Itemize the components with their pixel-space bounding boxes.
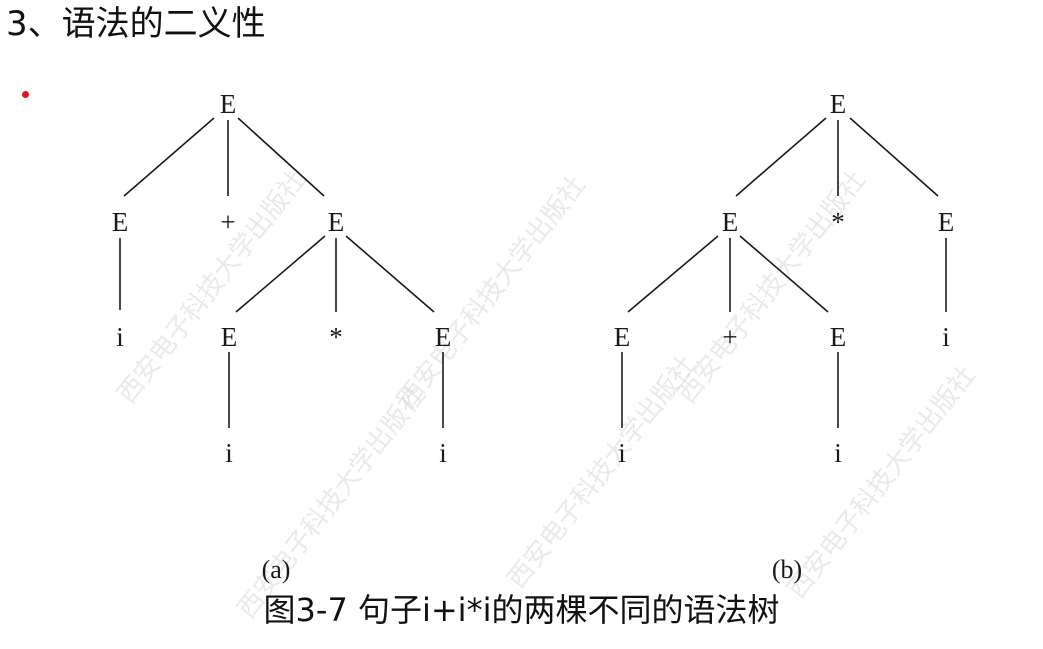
parse-tree-a: E E + E i E * E i i (a) — [112, 89, 452, 584]
edge — [735, 117, 827, 197]
watermark: 西安电子科技大学出版社 — [672, 165, 872, 409]
tree-node-i: i — [225, 438, 233, 468]
tree-node-plus: + — [722, 322, 737, 352]
watermark: 西安电子科技大学出版社 — [502, 350, 702, 594]
tree-a-nodes: E E + E i E * E i i — [112, 89, 452, 468]
tree-a-edges — [119, 117, 444, 428]
tree-node-plus: + — [220, 207, 235, 237]
tree-node-star: * — [329, 322, 343, 352]
slide-title: 3、语法的二义性 — [6, 4, 266, 44]
tree-node-E: E — [112, 207, 129, 237]
edge — [235, 235, 326, 313]
tree-b-label: (b) — [772, 555, 802, 584]
parse-tree-b: E E * E E + E i i i (b) — [614, 89, 955, 584]
edge — [123, 117, 215, 197]
tree-node-i: i — [942, 322, 950, 352]
edge — [237, 117, 325, 197]
watermark: 西安电子科技大学出版社 — [782, 360, 982, 604]
tree-node-E: E — [221, 322, 238, 352]
watermark: 西安电子科技大学出版社 — [392, 170, 592, 414]
edge — [849, 117, 939, 197]
tree-node-E: E — [938, 207, 955, 237]
tree-b-edges — [621, 117, 947, 428]
edge — [345, 235, 435, 313]
tree-node-i: i — [618, 438, 626, 468]
figure-caption: 图3-7 句子i+i*i的两棵不同的语法树 — [263, 591, 780, 629]
tree-node-E: E — [220, 89, 237, 119]
watermark-layer: 西安电子科技大学出版社 西安电子科技大学出版社 西安电子科技大学出版社 西安电子… — [112, 165, 982, 624]
tree-node-E: E — [722, 207, 739, 237]
tree-node-i: i — [834, 438, 842, 468]
edge — [739, 235, 829, 313]
watermark: 西安电子科技大学出版社 — [112, 165, 312, 409]
bullet-dot — [22, 91, 29, 98]
tree-b-nodes: E E * E E + E i i i — [614, 89, 955, 468]
tree-node-E: E — [830, 89, 847, 119]
tree-node-star: * — [831, 207, 845, 237]
tree-node-E: E — [614, 322, 631, 352]
tree-node-E: E — [328, 207, 345, 237]
edge — [627, 235, 719, 313]
tree-node-i: i — [439, 438, 447, 468]
tree-a-label: (a) — [262, 555, 291, 584]
tree-node-i: i — [116, 322, 124, 352]
tree-node-E: E — [830, 322, 847, 352]
tree-node-E: E — [435, 322, 452, 352]
